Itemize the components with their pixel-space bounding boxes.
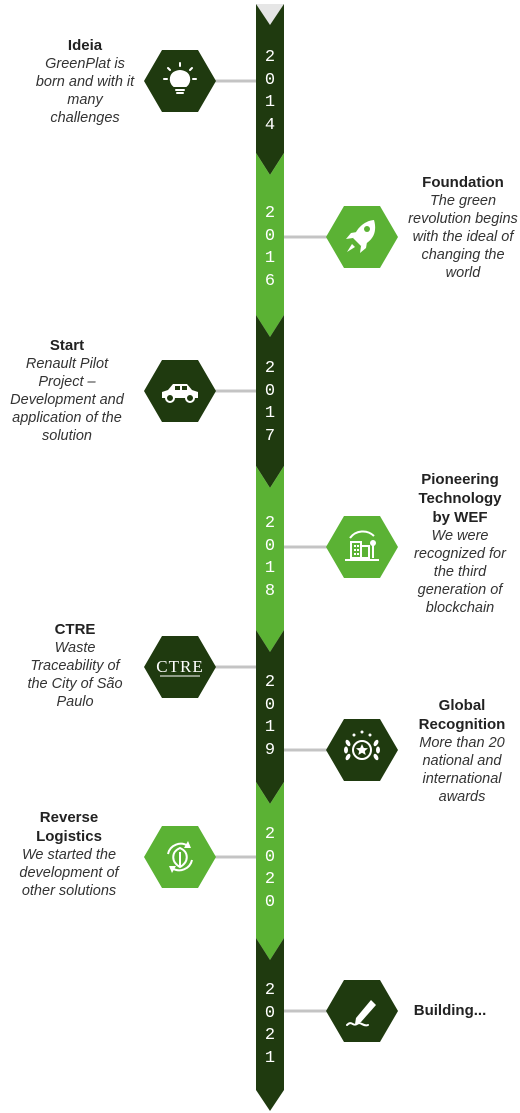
recycle-leaf-icon [167, 841, 193, 873]
year-label-2019: 2 0 1 9 [264, 673, 276, 760]
milestone-hex-2017 [144, 360, 216, 422]
milestone-title: Global Recognition [418, 697, 506, 733]
milestone-hex-2020 [144, 826, 216, 888]
top-cap [256, 4, 284, 25]
ctre-logo-icon: CTRE [156, 657, 203, 677]
year-label-2018: 2 0 1 8 [264, 514, 276, 601]
milestone-hex-2016 [326, 206, 398, 268]
milestone-card-2018: Pioneering Technology by WEF We were rec… [405, 470, 515, 617]
segment-2020 [256, 782, 284, 960]
segment-2021 [256, 938, 284, 1111]
year-label-2016: 2 0 1 6 [264, 204, 276, 291]
rocket-icon [346, 220, 376, 253]
milestone-title: Ideia [67, 37, 103, 54]
milestone-card-global: Global Recognition More than 20 national… [407, 696, 517, 806]
milestone-title: Reverse Logistics [36, 809, 102, 845]
segment-2014 [256, 4, 284, 175]
milestone-description: More than 20 national and international … [419, 735, 505, 805]
pen-signature-icon [346, 1000, 376, 1027]
milestone-card-2014: Ideia GreenPlat is born and with it many… [20, 36, 150, 127]
milestone-card-2020: Reverse Logistics We started the develop… [4, 808, 134, 900]
segment-2016 [256, 153, 284, 337]
milestone-card-2016: Foundation The green revolution begins w… [408, 173, 518, 282]
milestone-title: Building... [413, 1002, 487, 1019]
car-icon [162, 384, 198, 403]
year-label-2014: 2 0 1 4 [264, 48, 276, 135]
svg-text:CTRE: CTRE [156, 657, 203, 676]
milestone-title: Foundation [422, 174, 504, 191]
milestone-hex-global [326, 719, 398, 781]
milestone-description: The green revolution begins with the ide… [408, 193, 518, 281]
milestone-title: CTRE [54, 621, 96, 638]
segment-2017 [256, 315, 284, 488]
segment-2019 [256, 630, 284, 804]
milestone-hex-ctre: CTRE [144, 636, 216, 698]
award-laurel-icon [344, 730, 380, 761]
lightbulb-icon [163, 62, 197, 94]
year-label-2020: 2 0 2 0 [264, 825, 276, 912]
milestone-description: Waste Traceability of the City of São Pa… [27, 640, 123, 710]
milestone-hex-2014 [144, 50, 216, 112]
milestone-description: Renault Pilot Project – Development and … [10, 356, 124, 444]
year-label-2021: 2 0 2 1 [264, 981, 276, 1068]
segment-2018 [256, 466, 284, 652]
milestone-description: GreenPlat is born and with it many chall… [35, 56, 135, 126]
milestone-description: We started the development of other solu… [19, 847, 119, 899]
milestone-hex-2018 [326, 516, 398, 578]
year-label-2017: 2 0 1 7 [264, 359, 276, 446]
milestone-title: Pioneering Technology by WEF [418, 471, 502, 526]
milestone-card-2017: Start Renault Pilot Project – Developmen… [2, 336, 132, 445]
milestone-description: We were recognized for the third generat… [414, 528, 506, 616]
milestone-card-ctre: CTRE Waste Traceability of the City of S… [10, 620, 140, 711]
milestone-title: Start [49, 337, 85, 354]
milestone-card-2021: Building... [400, 1001, 500, 1020]
smart-city-icon [345, 530, 379, 561]
milestone-hex-2021 [326, 980, 398, 1042]
